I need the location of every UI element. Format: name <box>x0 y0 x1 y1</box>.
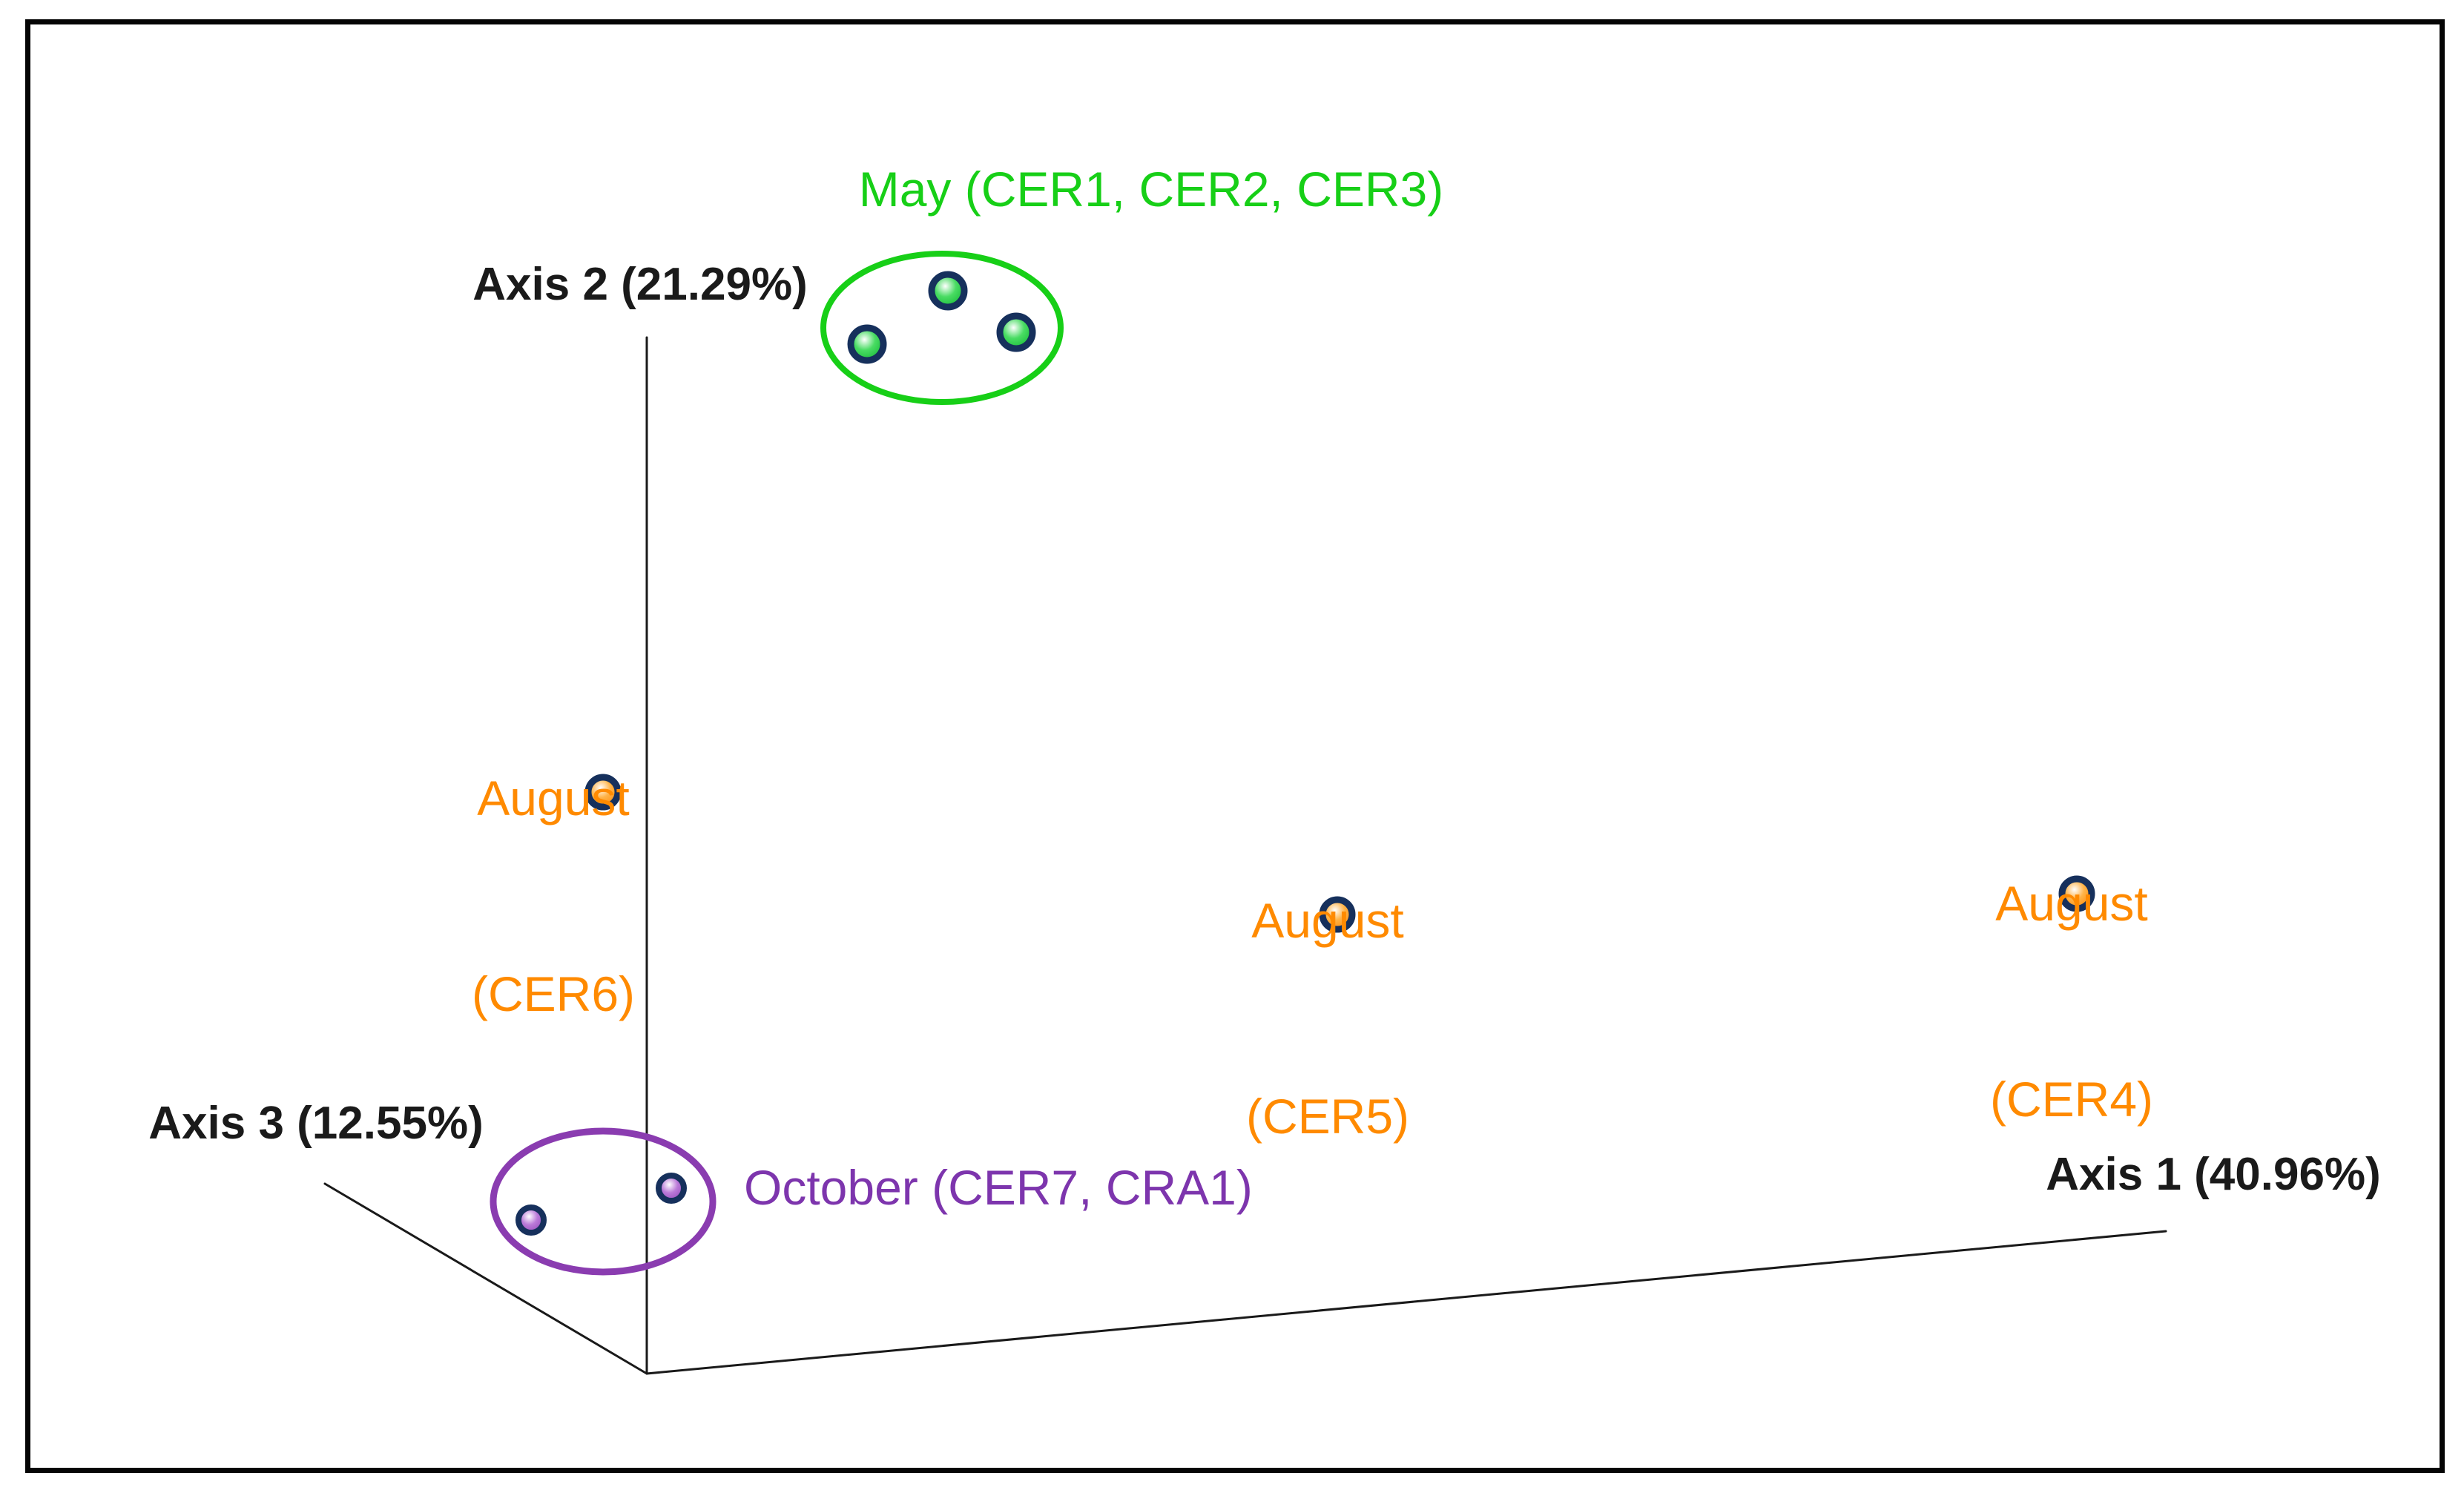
data-point-cra1 <box>656 1173 687 1204</box>
data-point-cer1 <box>847 324 887 364</box>
point-label-august-cer6-line1: August <box>477 771 630 825</box>
data-point-cer3 <box>996 312 1036 352</box>
axis-3-label: Axis 3 (12.55%) <box>148 1098 484 1149</box>
axis-lines-layer <box>323 336 2167 1375</box>
point-label-august-cer5-line1: August <box>1251 893 1404 948</box>
data-point-cer4 <box>2058 875 2095 912</box>
point-label-august-cer4: August (CER4) <box>1990 740 2153 1262</box>
figure-border <box>25 19 2445 1473</box>
point-label-august-cer6: August (CER6) <box>472 635 635 1157</box>
cluster-ellipse-may <box>820 251 1064 405</box>
axis-2-label: Axis 2 (21.29%) <box>472 259 808 310</box>
point-label-august-cer6-line2: (CER6) <box>471 966 636 1021</box>
point-label-august-cer5-line2: (CER5) <box>1245 1089 1410 1144</box>
cluster-label-may: May (CER1, CER2, CER3) <box>858 162 1444 217</box>
data-point-cer5 <box>1319 896 1356 933</box>
data-point-cer7 <box>515 1204 547 1236</box>
axis-3-line <box>323 1182 648 1375</box>
data-points-layer <box>515 271 2095 1236</box>
point-label-august-cer5: August (CER5) <box>1246 757 1409 1279</box>
axis-1-label: Axis 1 (40.96%) <box>2046 1149 2381 1200</box>
cluster-ellipse-october <box>490 1127 717 1276</box>
clusters-layer <box>490 251 1064 1276</box>
axis-1-line <box>645 1230 2167 1375</box>
data-point-cer6 <box>584 774 622 811</box>
cluster-label-october: October (CER7, CRA1) <box>744 1160 1253 1215</box>
data-point-cer2 <box>928 271 968 311</box>
point-label-august-cer4-line1: August <box>1995 876 2148 931</box>
point-label-august-cer4-line2: (CER4) <box>1989 1072 2154 1127</box>
